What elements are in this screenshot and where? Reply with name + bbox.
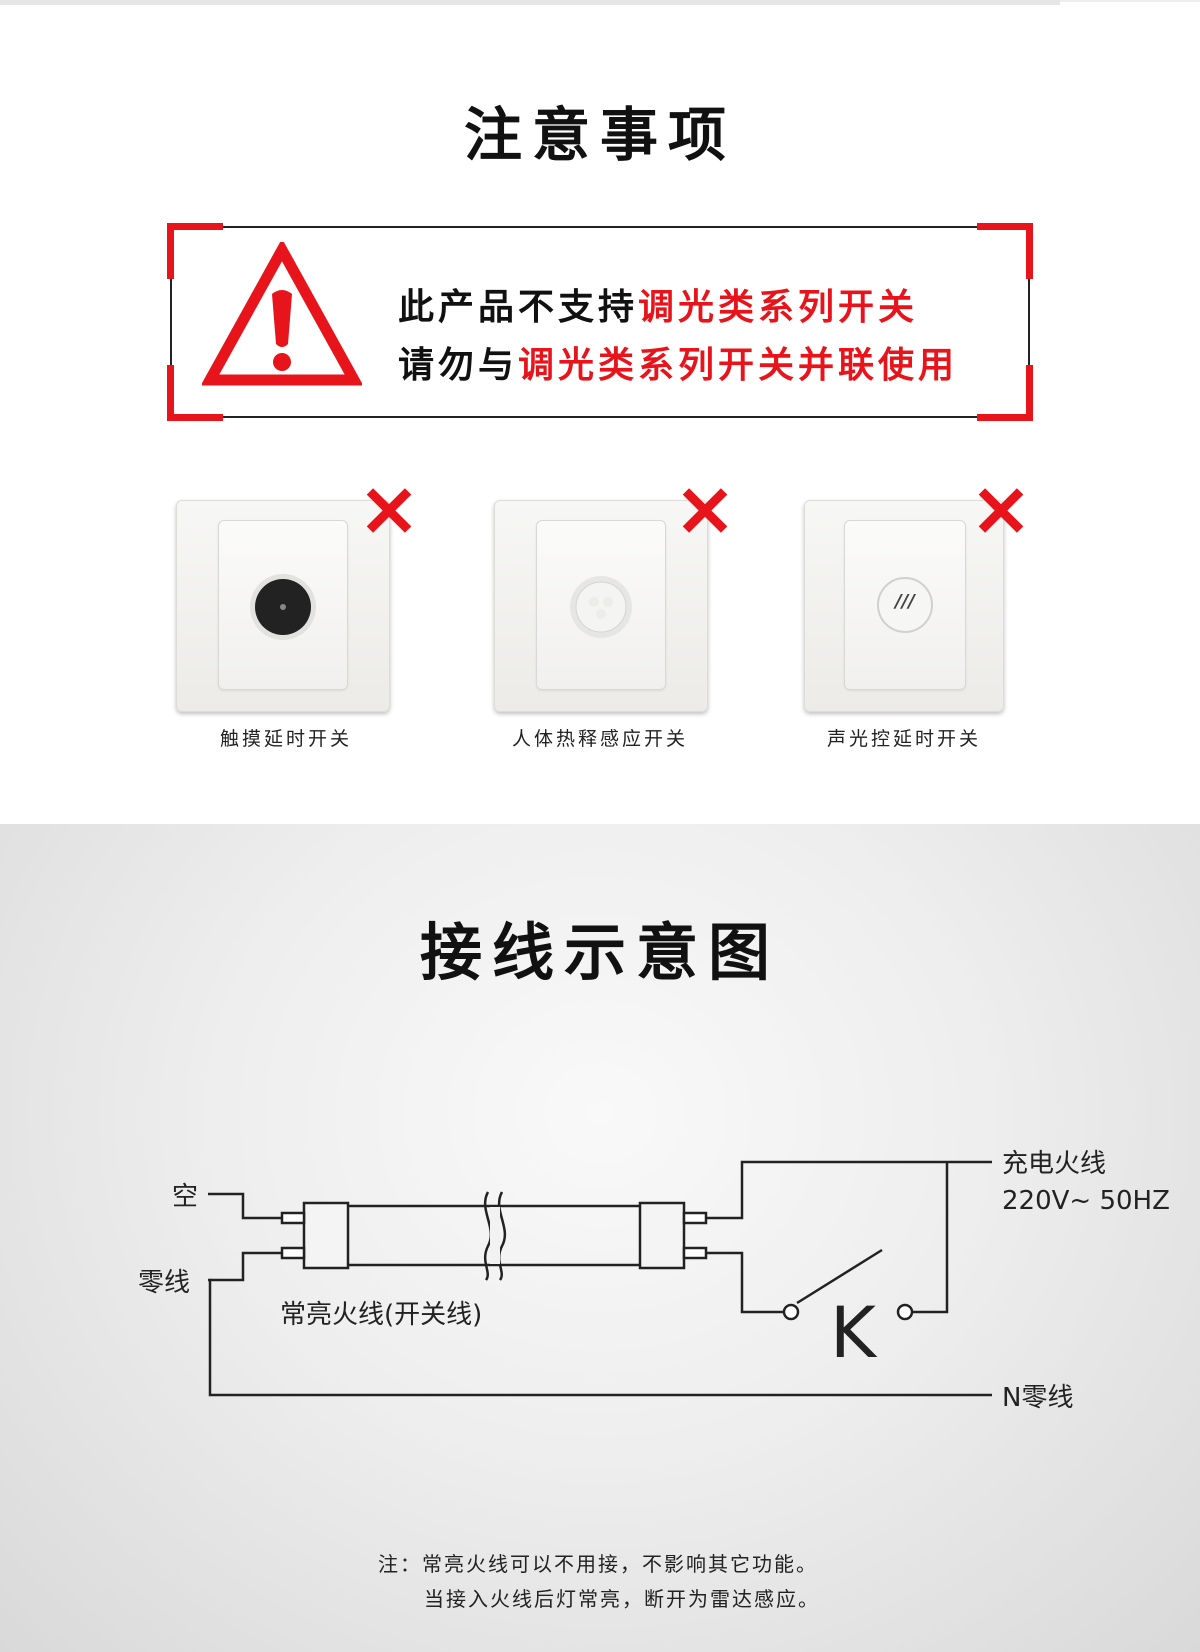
- warning-triangle-icon: [202, 242, 362, 386]
- switch-label: 触摸延时开关: [219, 728, 352, 750]
- warning-line-2: 请勿与调光类系列开关并联使用: [398, 336, 958, 388]
- tube-pin: [682, 1211, 708, 1225]
- corner-bracket: [977, 365, 1033, 421]
- wire-neutral-pin: [210, 1251, 282, 1282]
- switch-label: 人体热释感应开关: [511, 728, 688, 750]
- warning-text: 请勿与: [398, 345, 519, 386]
- wire-empty: [208, 1192, 282, 1220]
- switch-blade: [796, 1248, 883, 1305]
- top-divider-right: [1060, 0, 1200, 2]
- wire-neutral-left: [208, 1278, 992, 1397]
- switch-label: 声光控延时开关: [826, 728, 981, 750]
- corner-bracket: [977, 223, 1033, 279]
- tube-pin: [280, 1211, 306, 1225]
- switch-symbol: ///: [895, 591, 915, 612]
- switch-contact: [896, 1303, 914, 1321]
- label-switch-k: K: [830, 1292, 876, 1374]
- wire-switch-right: [912, 1162, 949, 1314]
- corner-bracket: [167, 365, 223, 421]
- sound-light-sensor-icon: [877, 577, 933, 633]
- pir-sensor-icon: [570, 576, 632, 638]
- tube-pin: [682, 1246, 708, 1260]
- warning-line-1: 此产品不支持调光类系列开关: [398, 278, 918, 330]
- label-always-on: 常亮火线(开关线): [280, 1300, 483, 1330]
- wiring-title: 接线示意图: [419, 916, 780, 989]
- tube-pin: [280, 1246, 306, 1260]
- wiring-section: [0, 824, 1200, 1652]
- touch-button-icon: [250, 574, 316, 640]
- warning-frame: [170, 226, 1030, 418]
- label-live: 充电火线: [1002, 1149, 1107, 1179]
- corner-bracket: [167, 223, 223, 279]
- label-empty: 空: [172, 1182, 199, 1212]
- warning-box: 此产品不支持调光类系列开关 请勿与调光类系列开关并联使用: [167, 223, 1033, 421]
- wire-live-top: [705, 1160, 992, 1220]
- tube-cap-left: [302, 1201, 350, 1270]
- warning-text: 此产品不支持: [398, 287, 639, 328]
- label-voltage: 220V~ 50HZ: [1002, 1186, 1170, 1216]
- warning-highlight: 调光类系列开关并联使用: [518, 345, 959, 386]
- footnote-line-1: 注：常亮火线可以不用接，不影响其它功能。: [378, 1552, 818, 1576]
- warning-highlight: 调光类系列开关: [638, 287, 919, 328]
- tube-break-gap: [490, 1207, 500, 1264]
- label-neutral-right: N零线: [1002, 1383, 1074, 1413]
- tube-cap-right: [638, 1201, 686, 1270]
- wire-switch: [705, 1251, 784, 1314]
- top-divider: [0, 0, 1060, 5]
- label-neutral-left: 零线: [138, 1268, 191, 1298]
- tube-break-mark: [483, 1191, 493, 1281]
- switch-contact: [782, 1303, 800, 1321]
- footnote-line-2: 当接入火线后灯常亮，断开为雷达感应。: [424, 1587, 820, 1611]
- notice-title: 注意事项: [463, 101, 736, 169]
